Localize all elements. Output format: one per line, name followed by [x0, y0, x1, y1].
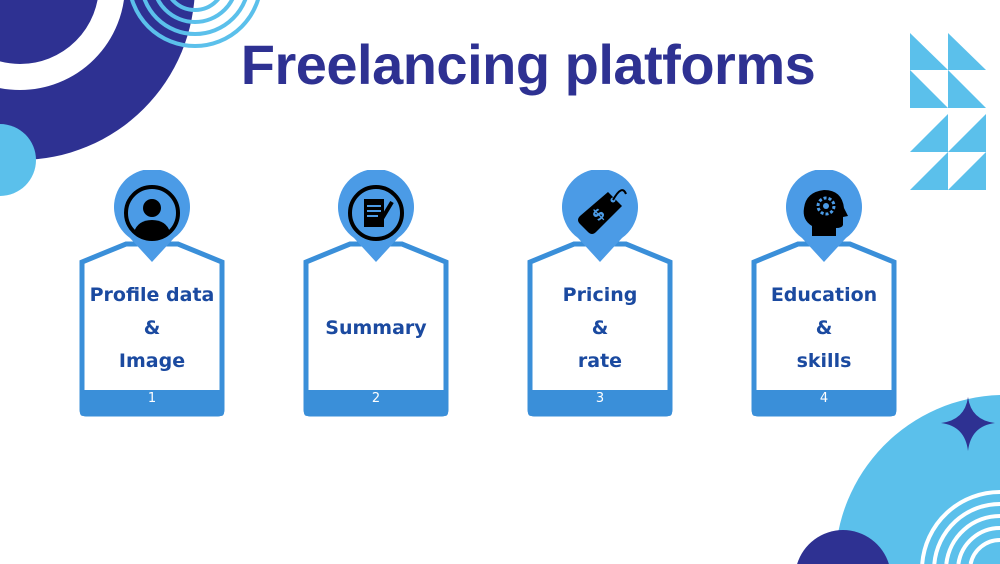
card-pricing: $ Pricing & rate 3: [526, 170, 674, 420]
card-label-line: Pricing: [562, 283, 638, 306]
user-icon: [124, 185, 180, 241]
card-number: 3: [595, 391, 605, 406]
card-number: 2: [371, 391, 381, 406]
card-number: 1: [147, 391, 157, 406]
triangle-pattern: [910, 33, 986, 190]
card-label-line: rate: [577, 349, 623, 372]
card-label-line: Education: [770, 283, 878, 306]
card-number: 4: [819, 391, 829, 406]
card-profile: Profile data & Image 1: [78, 170, 226, 420]
head-gear-icon: [803, 190, 848, 236]
card-label-line: Summary: [325, 316, 427, 339]
card-summary: Summary 2: [302, 170, 450, 420]
document-edit-icon: [348, 185, 404, 241]
card-label-line: &: [143, 316, 161, 339]
price-tag-icon: $: [578, 189, 627, 234]
star-icon: [941, 397, 995, 451]
card-label-line: &: [591, 316, 609, 339]
card-label-line: skills: [796, 349, 852, 372]
card-label-line: &: [815, 316, 833, 339]
page-title: Freelancing platforms: [240, 33, 816, 96]
card-education: Education & skills 4: [750, 170, 898, 420]
card-label-line: Image: [118, 349, 186, 372]
card-label-line: Profile data: [89, 283, 215, 306]
